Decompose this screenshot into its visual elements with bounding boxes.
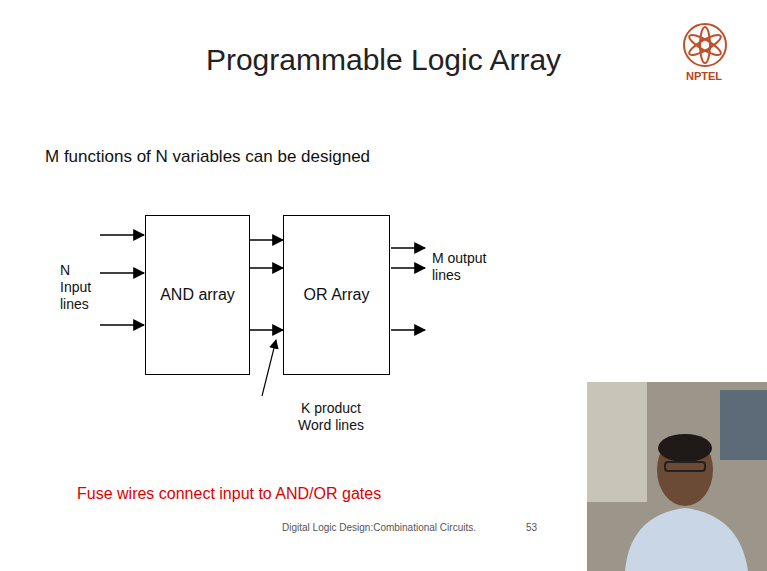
speaker-video [587, 382, 767, 571]
box-label: OR Array [298, 286, 376, 304]
input-label: N Input lines [60, 262, 100, 312]
logic-array-box: AND array [145, 215, 250, 375]
page-number: 53 [526, 522, 537, 534]
footer-text: Digital Logic Design:Combinational Circu… [282, 522, 476, 534]
output-label: M output lines [432, 250, 492, 284]
nptel-logo [684, 24, 726, 66]
subtitle: M functions of N variables can be design… [45, 147, 370, 167]
word-line-arrow [250, 329, 283, 331]
input-arrows [100, 235, 144, 325]
box-label: AND array [154, 286, 241, 304]
output-arrows [391, 248, 425, 330]
pointer-arrow [262, 340, 276, 396]
note-text: Fuse wires connect input to AND/OR gates [77, 484, 381, 503]
word-line-arrow [250, 239, 283, 241]
bus-label: K product Word lines [296, 400, 366, 434]
slide-title: Programmable Logic Array [0, 42, 767, 78]
word-line-arrow [250, 267, 283, 269]
logo-text: NPTEL [686, 70, 722, 83]
logic-array-box: OR Array [283, 215, 390, 375]
